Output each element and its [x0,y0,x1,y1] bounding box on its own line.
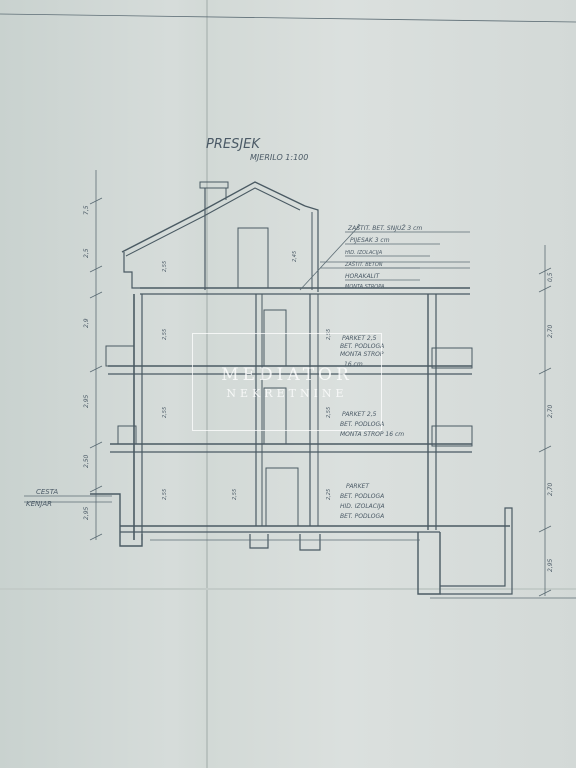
watermark-line1: MEDIATOR [221,364,353,385]
upper-layer-1: PARKET 2,5 [342,335,377,342]
left-dimension-chain: 7,5 2,5 2,9 2,95 2,50 2,95 [83,170,103,541]
dim-inner-9: 2,25 [326,489,332,500]
ground-layer-3: HID. IZOLACIJA [340,503,385,510]
dim-left-2: 2,5 [83,248,90,258]
drawing-title: PRESJEK [206,137,261,152]
upper-layer-2: BET. PODLOGA [340,343,384,350]
roof-layer-4: ZAŠTIT. BETON [344,261,383,268]
upper-floor-notes: PARKET 2,5 BET. PODLOGA MONTA STROP 16 c… [340,335,384,368]
roof-layer-1: ZAŠTIT. BET. SNJUŽ 3 cm [347,224,422,232]
roof-layer-2: PIJESAK 3 cm [350,237,390,244]
dim-right-3: 2,70 [547,404,554,418]
drawing-scale: MJERILO 1:100 [250,153,308,162]
dim-inner-4: 2,55 [326,329,332,340]
roof-layer-6: MONTA STROPA [345,284,385,290]
dim-inner-6: 2,55 [326,407,332,418]
dim-right-5: 2,95 [547,558,554,572]
ground-layer-4: BET. PODLOGA [340,513,384,520]
dim-inner-7: 2,55 [162,489,168,500]
watermark: MEDIATOR NEKRETNINE [192,333,382,431]
middle-layer-1: PARKET 2,5 [342,411,377,418]
upper-layer-3: MONTA STROP [340,351,384,358]
road-marker: CESTA KENJAR [24,488,112,508]
dim-right-1: 0,5 [547,272,554,282]
inner-dimensions: 2,55 2,45 2,55 2,55 2,55 2,55 2,55 2,55 … [162,251,332,500]
watermark-line2: NEKRETNINE [226,386,348,400]
dim-left-4: 2,95 [83,394,90,408]
roof-layer-notes: ZAŠTIT. BET. SNJUŽ 3 cm PIJESAK 3 cm HID… [299,224,470,291]
ground-layer-2: BET. PODLOGA [340,493,384,500]
middle-floor-notes: PARKET 2,5 BET. PODLOGA MONTA STROP 16 c… [340,411,404,438]
walls [133,294,437,540]
dim-left-6: 2,95 [83,506,90,520]
dim-left-5: 2,50 [83,454,90,468]
right-dimension-chain: 0,5 2,70 2,70 2,70 2,95 [538,245,554,597]
dim-left-1: 7,5 [83,205,90,215]
dim-inner-3: 2,55 [162,329,168,340]
roof [121,181,470,295]
roof-layer-5: HORAKALIT [345,273,381,280]
middle-layer-3: MONTA STROP 16 cm [340,431,404,438]
dim-inner-2: 2,45 [292,251,298,262]
paper-fold [206,0,208,768]
floor-slabs [105,345,510,533]
dim-right-2: 2,70 [547,324,554,338]
roof-layer-3: HID. IZOLACIJA [345,250,383,256]
dim-inner-5: 2,55 [162,407,168,418]
road-level: KENJAR [26,500,52,508]
dim-inner-1: 2,55 [162,261,168,272]
ground-floor-notes: PARKET BET. PODLOGA HID. IZOLACIJA BET. … [340,483,385,520]
dim-right-4: 2,70 [547,482,554,496]
ground-layer-1: PARKET [346,483,370,490]
middle-layer-2: BET. PODLOGA [340,421,384,428]
foundations [90,493,576,599]
road-label: CESTA [36,488,58,496]
dim-inner-8: 2,55 [232,489,238,500]
dim-left-3: 2,9 [83,318,90,328]
upper-layer-4: 16 cm [344,361,363,368]
paper-fold-horizontal [0,588,576,590]
